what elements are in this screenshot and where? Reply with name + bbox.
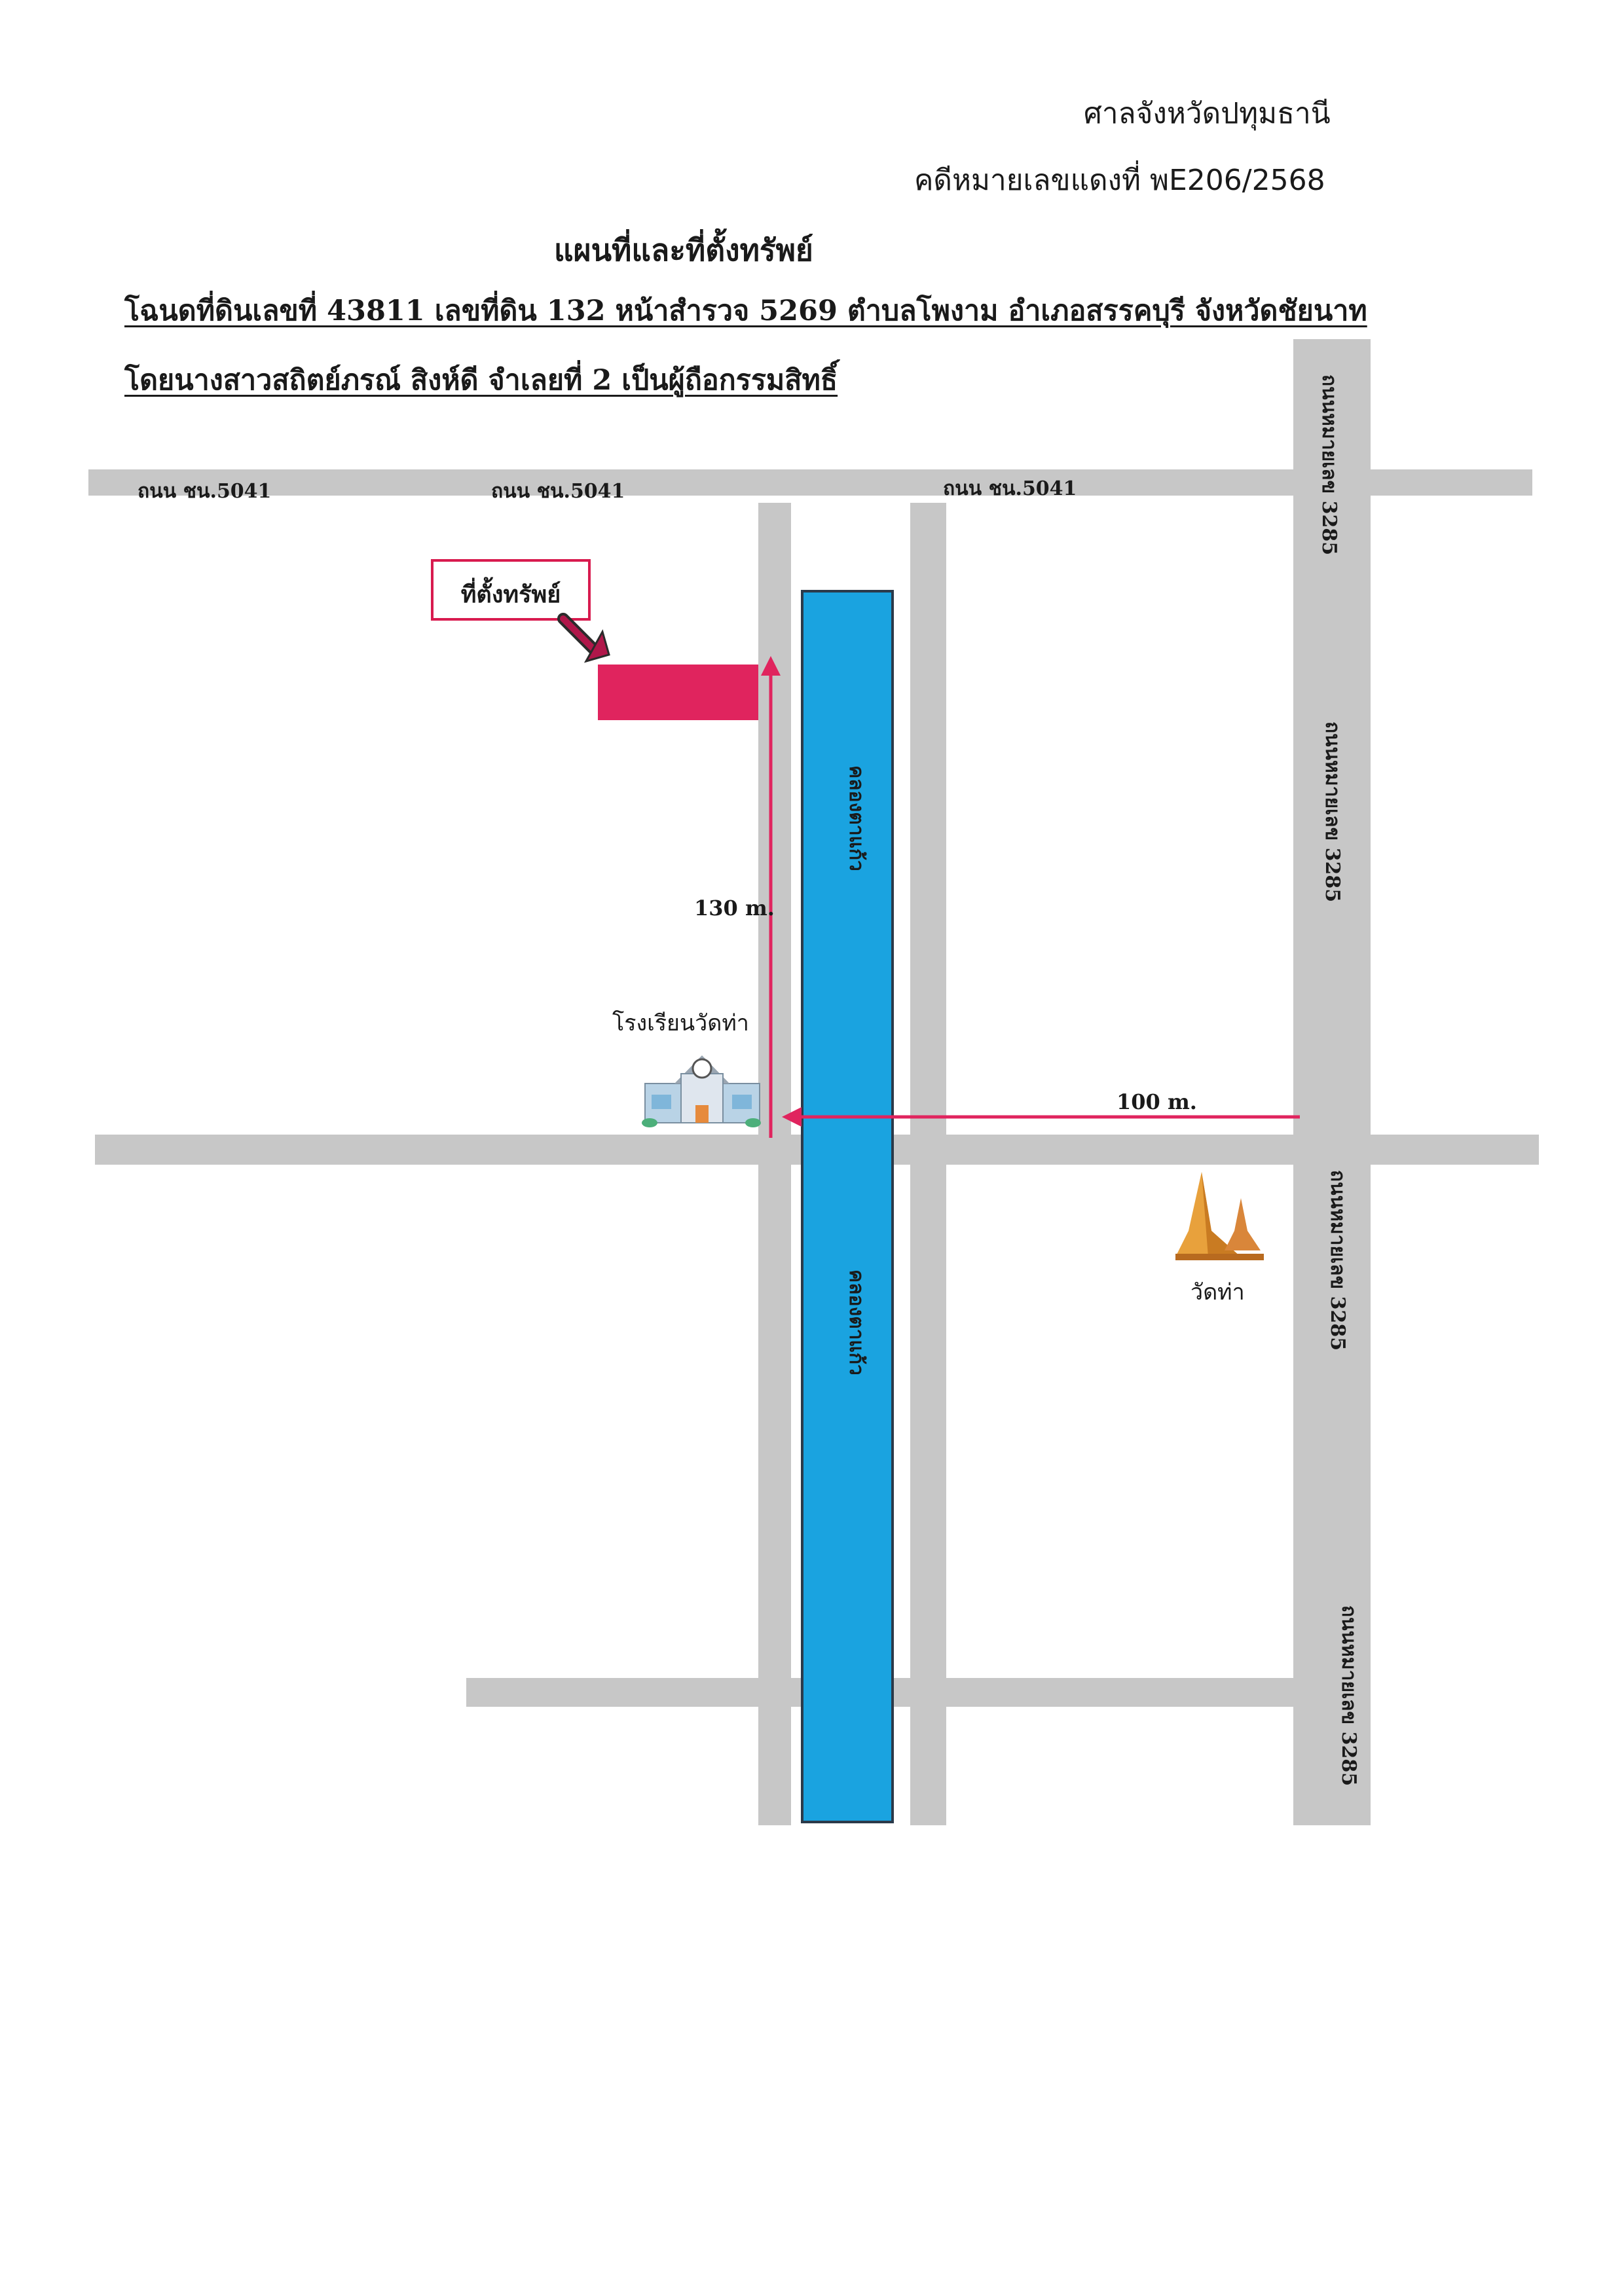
court-name: ศาลจังหวัดปทุมธานี bbox=[1084, 97, 1331, 130]
right-road-label-4: ถนนหมายเลข 3285 bbox=[1337, 1605, 1360, 1786]
distance-vertical-label: 130 m. bbox=[694, 896, 775, 920]
top-road-label-1: ถนน ชน.5041 bbox=[138, 480, 271, 503]
property-label-box bbox=[431, 559, 591, 621]
road-canal-right bbox=[910, 503, 946, 1825]
road-right-3285 bbox=[1293, 339, 1371, 1825]
temple-label: วัดท่า bbox=[1190, 1279, 1245, 1305]
temple-icon bbox=[1175, 1172, 1264, 1260]
canal-label-lower: คลองตาแก้ว bbox=[845, 1269, 868, 1376]
right-road-label-1: ถนนหมายเลข 3285 bbox=[1318, 374, 1340, 555]
map-title: แผนที่และที่ตั้งทรัพย์ bbox=[554, 232, 813, 268]
deed-description: โฉนดที่ดินเลขที่ 43811 เลขที่ดิน 132 หน้… bbox=[124, 295, 1367, 327]
road-canal-left bbox=[758, 503, 791, 1825]
case-number: คดีหมายเลขแดงที่ พE206/2568 bbox=[914, 164, 1325, 197]
canal-label-upper: คลองตาแก้ว bbox=[845, 765, 868, 871]
property-label: ที่ตั้งทรัพย์ bbox=[461, 577, 561, 608]
school-icon bbox=[642, 1055, 761, 1127]
road-top bbox=[88, 469, 1532, 496]
right-road-label-3: ถนนหมายเลข 3285 bbox=[1326, 1170, 1349, 1351]
distance-horizontal-label: 100 m. bbox=[1116, 1089, 1197, 1114]
property-parcel bbox=[598, 665, 758, 720]
canal bbox=[801, 590, 894, 1823]
school-label: โรงเรียนวัดท่า bbox=[612, 1010, 749, 1036]
owner-description: โดยนางสาวสถิตย์ภรณ์ สิงห์ดี จำเลยที่ 2 เ… bbox=[124, 364, 838, 397]
property-pointer-arrow bbox=[557, 613, 610, 663]
top-road-label-3: ถนน ชน.5041 bbox=[943, 477, 1077, 500]
right-road-label-2: ถนนหมายเลข 3285 bbox=[1321, 721, 1344, 902]
top-road-label-2: ถนน ชน.5041 bbox=[491, 480, 625, 503]
